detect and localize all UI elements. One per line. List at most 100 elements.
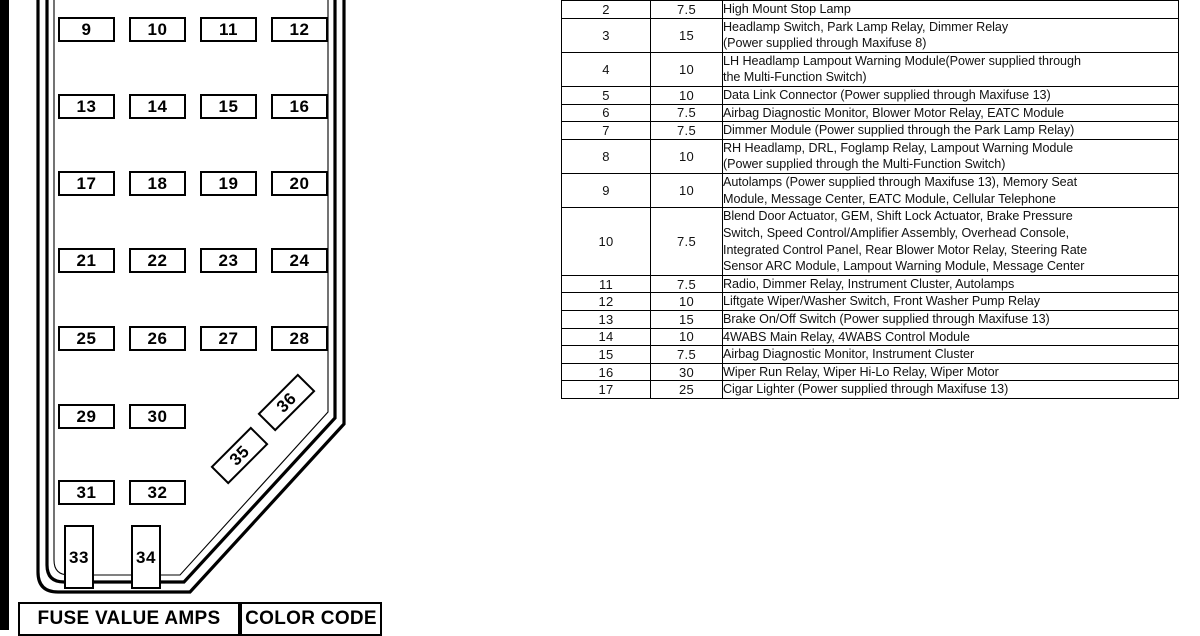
fuse-panel-diagram: 9 10 11 12 13 14 15 16 17 18 19 20 21 22 23 24 25 26 27 28 2… <box>0 0 560 636</box>
fuse-description-cell: Data Link Connector (Power supplied thro… <box>722 86 1179 105</box>
fuse-amps-cell: 10 <box>650 327 723 347</box>
description-line: Headlamp Switch, Park Lamp Relay, Dimmer… <box>723 19 1009 34</box>
fuse-cavity-33[interactable]: 33 <box>64 525 94 589</box>
description-line: Sensor ARC Module, Lampout Warning Modul… <box>723 259 1085 274</box>
description-line: (Power supplied through the Multi-Functi… <box>723 157 1006 172</box>
fuse-cavity-21[interactable]: 21 <box>58 248 115 273</box>
fuse-description-cell: Liftgate Wiper/Washer Switch, Front Wash… <box>722 292 1179 311</box>
fuse-cavity-34[interactable]: 34 <box>131 525 161 589</box>
fuse-cavity-30[interactable]: 30 <box>129 404 186 429</box>
fuse-cavity-27[interactable]: 27 <box>200 326 257 351</box>
fuse-cavity-31[interactable]: 31 <box>58 480 115 505</box>
fuse-cavity-label: 33 <box>69 547 89 567</box>
description-line: Liftgate Wiper/Washer Switch, Front Wash… <box>723 294 1040 309</box>
fuse-cavity-9[interactable]: 9 <box>58 17 115 42</box>
description-line: LH Headlamp Lampout Warning Module(Power… <box>723 53 1081 68</box>
fuse-cavity-29[interactable]: 29 <box>58 404 115 429</box>
fuse-cavity-25[interactable]: 25 <box>58 326 115 351</box>
fuse-description-cell: Cigar Lighter (Power supplied through Ma… <box>722 380 1179 400</box>
description-line: 4WABS Main Relay, 4WABS Control Module <box>723 329 970 344</box>
fuse-cavity-16[interactable]: 16 <box>271 94 328 119</box>
fuse-amps-cell: 10 <box>650 51 723 88</box>
description-line: Wiper Run Relay, Wiper Hi-Lo Relay, Wipe… <box>723 364 999 379</box>
fuse-cavity-24[interactable]: 24 <box>271 248 328 273</box>
fuse-cavity-23[interactable]: 23 <box>200 248 257 273</box>
fuse-cavity-10[interactable]: 10 <box>129 17 186 42</box>
legend-label: FUSE VALUE AMPS <box>37 608 221 629</box>
fuse-description-cell: Airbag Diagnostic Monitor, Instrument Cl… <box>722 345 1179 364</box>
fuse-description-cell: Autolamps (Power supplied through Maxifu… <box>722 173 1179 209</box>
fuse-amps-cell: 15 <box>650 17 723 53</box>
description-line: (Power supplied through Maxifuse 8) <box>723 36 927 51</box>
fuse-number-cell: 6 <box>561 103 651 123</box>
fuse-number-cell: 5 <box>561 86 651 105</box>
fuse-amps-cell: 7.5 <box>650 345 723 364</box>
fuse-number-cell: 8 <box>561 138 651 175</box>
fuse-cavity-label: 20 <box>289 174 310 193</box>
description-line: Airbag Diagnostic Monitor, Blower Motor … <box>723 105 1064 120</box>
fuse-description-cell: RH Headlamp, DRL, Foglamp Relay, Lampout… <box>722 138 1179 175</box>
fuse-cavity-label: 17 <box>76 174 97 193</box>
fuse-cavity-label: 34 <box>136 547 156 567</box>
fuse-cavity-22[interactable]: 22 <box>129 248 186 273</box>
fuse-cavity-28[interactable]: 28 <box>271 326 328 351</box>
fuse-number-cell: 17 <box>561 380 651 400</box>
fuse-cavity-12[interactable]: 12 <box>271 17 328 42</box>
fuse-cavity-label: 25 <box>76 329 97 348</box>
fuse-cavity-32[interactable]: 32 <box>129 480 186 505</box>
fuse-number-cell: 12 <box>561 292 651 311</box>
fuse-cavity-label: 31 <box>76 483 97 502</box>
description-line: RH Headlamp, DRL, Foglamp Relay, Lampout… <box>723 140 1074 155</box>
description-line: High Mount Stop Lamp <box>723 2 851 16</box>
description-line: Dimmer Module (Power supplied through th… <box>723 123 1075 138</box>
description-line: the Multi-Function Switch) <box>723 70 867 85</box>
fuse-cavity-label: 24 <box>289 251 310 270</box>
fuse-amps-cell: 7.5 <box>650 0 723 19</box>
fuse-amps-cell: 7.5 <box>650 207 723 276</box>
fuse-number-cell: 13 <box>561 309 651 329</box>
fuse-cavity-15[interactable]: 15 <box>200 94 257 119</box>
fuse-amps-cell: 10 <box>650 138 723 175</box>
fuse-cavity-19[interactable]: 19 <box>200 171 257 196</box>
fuse-cavity-label: 30 <box>147 407 168 426</box>
fuse-cavity-label: 18 <box>147 174 168 193</box>
description-line: Blend Door Actuator, GEM, Shift Lock Act… <box>723 209 1073 224</box>
legend-label: COLOR CODE <box>245 608 377 629</box>
fuse-cavity-label: 19 <box>218 174 239 193</box>
fuse-number-cell: 15 <box>561 345 651 364</box>
fuse-cavity-label: 32 <box>147 483 168 502</box>
description-line: Switch, Speed Control/Amplifier Assembly… <box>723 225 1070 240</box>
legend-fuse-value-amps: FUSE VALUE AMPS <box>18 602 240 636</box>
fuse-description-cell: Radio, Dimmer Relay, Instrument Cluster,… <box>722 274 1179 294</box>
fuse-cavity-26[interactable]: 26 <box>129 326 186 351</box>
fuse-amps-cell: 7.5 <box>650 103 723 123</box>
description-line: Module, Message Center, EATC Module, Cel… <box>723 191 1056 206</box>
fuse-cavity-label: 21 <box>76 251 97 270</box>
fuse-amps-cell: 10 <box>650 173 723 209</box>
fuse-description-cell: Wiper Run Relay, Wiper Hi-Lo Relay, Wipe… <box>722 362 1179 382</box>
fuse-cavity-label: 27 <box>218 329 239 348</box>
fuse-number-cell: 10 <box>561 207 651 276</box>
fuse-cavity-13[interactable]: 13 <box>58 94 115 119</box>
fuse-cavity-20[interactable]: 20 <box>271 171 328 196</box>
fuse-cavity-label: 26 <box>147 329 168 348</box>
fuse-cavity-label: 16 <box>289 97 310 116</box>
fuse-cavity-14[interactable]: 14 <box>129 94 186 119</box>
fuse-number-cell: 3 <box>561 17 651 53</box>
fuse-cavity-label: 10 <box>147 20 168 39</box>
fuse-amps-cell: 7.5 <box>650 121 723 140</box>
fuse-cavity-18[interactable]: 18 <box>129 171 186 196</box>
fuse-cavity-11[interactable]: 11 <box>200 17 257 42</box>
fuse-cavity-17[interactable]: 17 <box>58 171 115 196</box>
